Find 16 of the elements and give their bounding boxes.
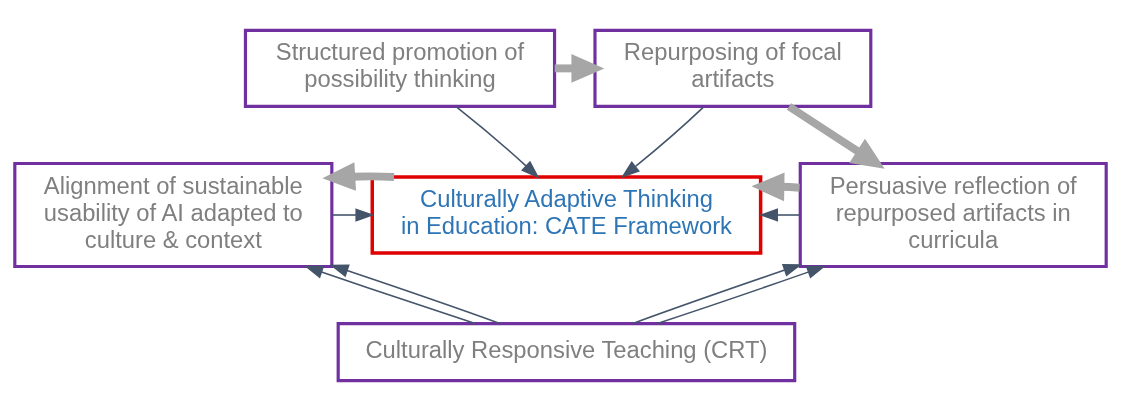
arrow (455, 105, 540, 179)
node-box: Culturally Responsive Teaching (CRT) (336, 322, 797, 383)
arrow (304, 265, 476, 325)
arrow (621, 106, 705, 179)
node-box: Structured promotion of possibility thinking (243, 28, 557, 108)
node-box: Persuasive reflection of repurposed artifacts in curricula (798, 161, 1108, 269)
node-box: Repurposing of focal artifacts (593, 28, 873, 108)
arrow (656, 265, 826, 325)
arrow (331, 208, 375, 222)
node-box: Alignment of sustainable usability of AI adapted to culture & context (13, 161, 334, 269)
node-box: Culturally Adaptive Thinking in Education: CATE Framework (370, 175, 763, 255)
arrow (758, 208, 801, 222)
arrow (329, 264, 501, 325)
arrow (632, 264, 803, 325)
arrow (322, 162, 395, 191)
arrow (786, 103, 885, 169)
